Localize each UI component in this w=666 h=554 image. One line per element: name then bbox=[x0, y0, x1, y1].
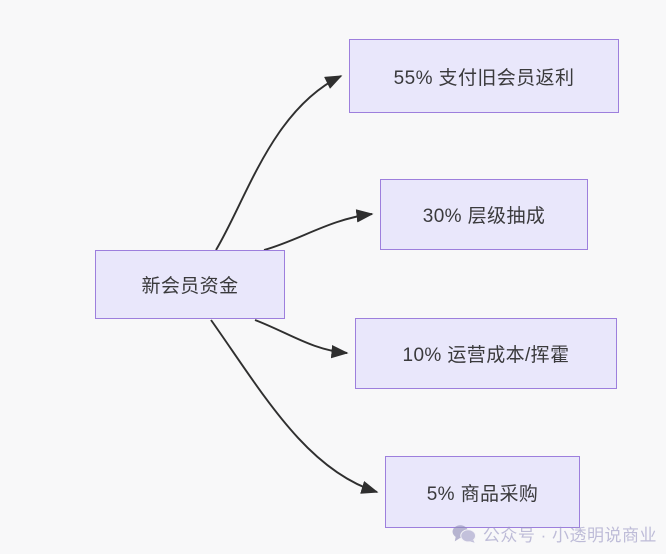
node-label: 10% 运营成本/挥霍 bbox=[402, 345, 570, 366]
node-label: 55% 支付旧会员返利 bbox=[393, 67, 575, 89]
node-label: 5% 商品采购 bbox=[426, 483, 539, 505]
edge-source-to-rebate bbox=[215, 75, 343, 251]
edge-source-to-procurement bbox=[210, 319, 379, 494]
edge-source-to-commission bbox=[263, 209, 374, 251]
node-goods-procurement[interactable]: 5% 商品采购 bbox=[385, 456, 580, 528]
node-label: 新会员资金 bbox=[141, 276, 239, 297]
node-old-member-rebate[interactable]: 55% 支付旧会员返利 bbox=[349, 39, 619, 113]
edge-source-to-opex bbox=[254, 319, 349, 359]
node-label: 30% 层级抽成 bbox=[422, 206, 546, 227]
node-tier-commission[interactable]: 30% 层级抽成 bbox=[380, 179, 588, 250]
node-operating-cost[interactable]: 10% 运营成本/挥霍 bbox=[355, 318, 617, 389]
node-new-member-funds[interactable]: 新会员资金 bbox=[95, 250, 285, 319]
